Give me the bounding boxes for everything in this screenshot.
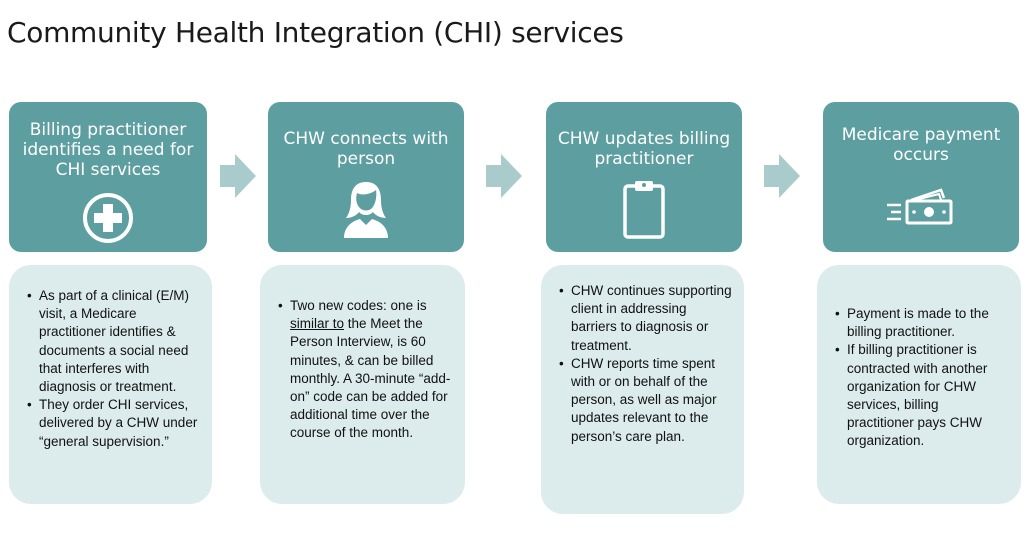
step-4-bullet-2: If billing practitioner is contracted wi… xyxy=(835,341,1009,450)
medical-cross-icon xyxy=(83,193,133,243)
step-3-bullet-1: CHW continues supporting client in addre… xyxy=(559,282,732,355)
step-3-title: CHW updates billing practitioner xyxy=(557,129,731,169)
step-2-detail: Two new codes: one is similar to the Mee… xyxy=(260,265,465,504)
step-2-bullet-1-part-3: the Meet the Person Interview, is 60 min… xyxy=(290,316,451,441)
arrow-2-icon xyxy=(486,154,522,198)
step-1-header: Billing practitioner identifies a need f… xyxy=(9,102,207,252)
step-2-bullet-1: Two new codes: one is similar to the Mee… xyxy=(278,297,451,443)
step-4-title: Medicare payment occurs xyxy=(841,125,1001,165)
clipboard-icon xyxy=(623,181,665,239)
step-1-detail: As part of a clinical (E/M) visit, a Med… xyxy=(9,265,212,504)
step-4-bullet-1: Payment is made to the billing practitio… xyxy=(835,305,1009,341)
step-1-title: Billing practitioner identifies a need f… xyxy=(22,120,194,180)
step-1-bullet-2: They order CHI services, delivered by a … xyxy=(27,396,198,451)
step-4-detail: Payment is made to the billing practitio… xyxy=(817,265,1021,504)
step-2-header: CHW connects with person xyxy=(268,102,464,252)
step-4-header: Medicare payment occurs xyxy=(823,102,1019,252)
person-icon xyxy=(344,182,388,238)
step-2-bullet-1-underlined: similar to xyxy=(290,316,345,332)
arrow-3-icon xyxy=(764,154,800,198)
step-2-bullet-1-part-1: Two new codes: one is xyxy=(290,298,427,313)
step-3-header: CHW updates billing practitioner xyxy=(546,102,742,252)
step-2-title: CHW connects with person xyxy=(283,129,449,169)
step-3-bullet-2: CHW reports time spent with or on behalf… xyxy=(559,355,732,446)
arrow-1-icon xyxy=(220,154,256,198)
step-3-detail: CHW continues supporting client in addre… xyxy=(541,265,744,514)
money-icon xyxy=(887,188,953,225)
step-1-bullet-1: As part of a clinical (E/M) visit, a Med… xyxy=(27,287,198,396)
page-title: Community Health Integration (CHI) servi… xyxy=(7,16,624,49)
